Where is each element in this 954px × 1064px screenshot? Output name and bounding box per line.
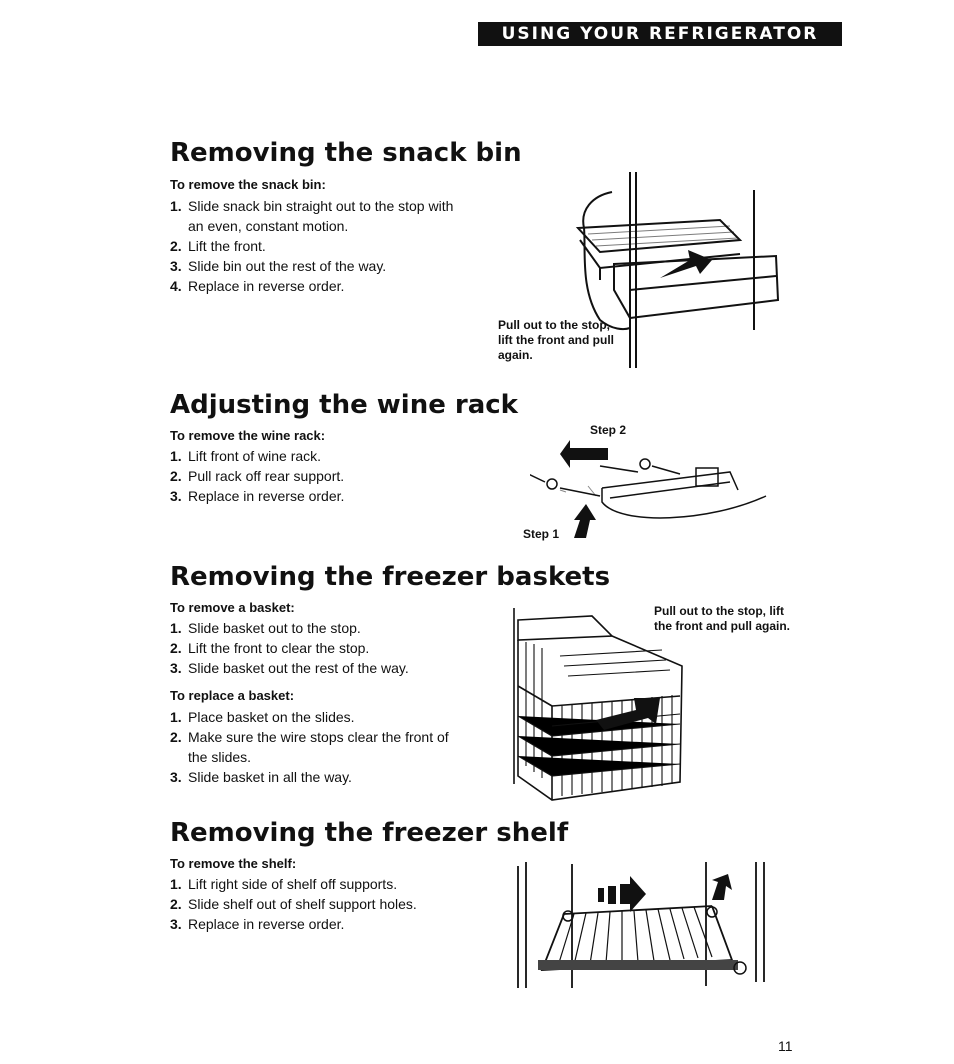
list-item: 1.Lift right side of shelf off supports. — [170, 876, 398, 892]
subtitle-freezer-shelf: To remove the shelf: — [170, 856, 297, 871]
list-item: 3.Replace in reverse order. — [170, 488, 345, 504]
wine-rack-illustration — [530, 440, 767, 538]
page-number: 11 — [778, 1038, 793, 1054]
caption-freezer-baskets: Pull out to the stop, lift the front and… — [654, 604, 790, 633]
list-item: 1.Place basket on the slides. — [170, 709, 355, 725]
subtitle-replace-basket: To replace a basket: — [170, 688, 295, 703]
steps-remove-basket: 1.Slide basket out to the stop. 2.Lift t… — [170, 618, 470, 678]
list-item: 2.Make sure the wire stops clear the fro… — [170, 729, 449, 765]
list-item: 2.Pull rack off rear support. — [170, 468, 345, 484]
list-item: 1.Slide basket out to the stop. — [170, 620, 361, 636]
arrow-up-icon — [712, 874, 732, 900]
caption-snack-bin: Pull out to the stop, lift the front and… — [498, 318, 614, 362]
list-item: 3.Replace in reverse order. — [170, 916, 345, 932]
arrow-right-icon — [598, 876, 646, 912]
section-title-freezer-shelf: Removing the freezer shelf — [170, 818, 569, 848]
list-item: 2.Lift the front to clear the stop. — [170, 640, 370, 656]
steps-replace-basket: 1.Place basket on the slides. 2.Make sur… — [170, 707, 470, 787]
snack-bin-illustration — [575, 172, 780, 368]
list-item: 4.Replace in reverse order. — [170, 278, 345, 294]
subtitle-wine-rack: To remove the wine rack: — [170, 428, 326, 443]
freezer-shelf-illustration — [517, 862, 765, 988]
subtitle-remove-basket: To remove a basket: — [170, 600, 295, 615]
freezer-basket-illustration — [513, 608, 683, 801]
list-item: 1.Slide snack bin straight out to the st… — [170, 198, 454, 234]
steps-snack-bin: 1.Slide snack bin straight out to the st… — [170, 196, 460, 296]
arrow-left-icon — [560, 440, 608, 468]
list-item: 2.Lift the front. — [170, 238, 266, 254]
steps-freezer-shelf: 1.Lift right side of shelf off supports.… — [170, 874, 470, 934]
subtitle-snack-bin: To remove the snack bin: — [170, 177, 326, 192]
list-item: 2.Slide shelf out of shelf support holes… — [170, 896, 417, 912]
step-1-label: Step 1 — [523, 527, 560, 541]
step-2-label: Step 2 — [590, 423, 627, 437]
list-item: 3.Slide basket out the rest of the way. — [170, 660, 409, 676]
arrow-up-icon — [574, 504, 596, 538]
list-item: 3.Slide bin out the rest of the way. — [170, 258, 387, 274]
list-item: 3.Slide basket in all the way. — [170, 769, 352, 785]
section-title-wine-rack: Adjusting the wine rack — [170, 390, 518, 420]
section-header-bar: USING YOUR REFRIGERATOR — [478, 22, 842, 46]
section-title-snack-bin: Removing the snack bin — [170, 138, 522, 168]
list-item: 1.Lift front of wine rack. — [170, 448, 322, 464]
steps-wine-rack: 1.Lift front of wine rack. 2.Pull rack o… — [170, 446, 470, 506]
section-title-freezer-baskets: Removing the freezer baskets — [170, 562, 611, 592]
